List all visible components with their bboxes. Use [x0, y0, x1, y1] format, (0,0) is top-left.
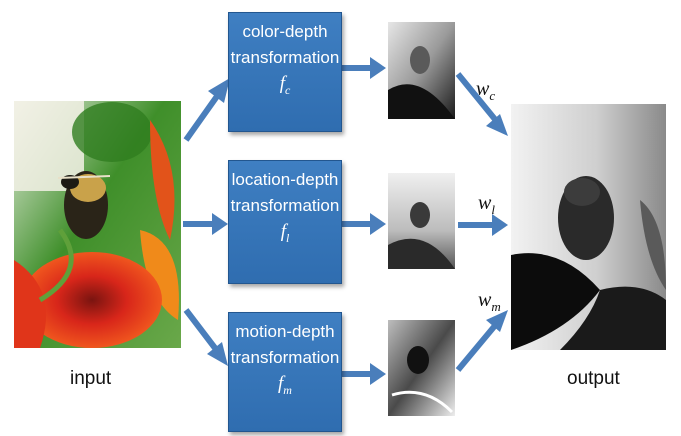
color-depth-line1: color-depth — [229, 19, 341, 45]
arrow-color-to-map — [342, 57, 386, 79]
arrow-input-to-color — [186, 78, 230, 140]
arrow-location-to-map — [342, 213, 386, 235]
weight-location: wl — [478, 192, 495, 218]
input-caption: input — [70, 368, 111, 390]
input-image — [14, 101, 181, 348]
output-image — [511, 104, 666, 350]
arrow-input-to-motion — [186, 310, 228, 366]
motion-depth-line1: motion-depth — [229, 319, 341, 345]
location-depth-line2: transformation — [229, 193, 341, 219]
weight-color: wc — [476, 78, 495, 104]
location-depth-map — [388, 173, 455, 269]
motion-depth-transformation-box: motion-depth transformation fm — [228, 312, 342, 432]
motion-depth-function: fm — [229, 371, 341, 403]
weight-motion: wm — [478, 289, 501, 315]
location-depth-line1: location-depth — [229, 167, 341, 193]
arrow-motion-map-to-output — [458, 310, 508, 370]
motion-depth-line2: transformation — [229, 345, 341, 371]
color-depth-function: fc — [229, 71, 341, 103]
location-depth-function: fl — [229, 219, 341, 251]
arrow-input-to-location — [183, 213, 228, 235]
arrow-motion-to-map — [342, 363, 386, 385]
motion-depth-map — [388, 320, 455, 416]
output-caption: output — [567, 368, 620, 390]
color-depth-map — [388, 22, 455, 119]
location-depth-transformation-box: location-depth transformation fl — [228, 160, 342, 284]
color-depth-transformation-box: color-depth transformation fc — [228, 12, 342, 132]
color-depth-line2: transformation — [229, 45, 341, 71]
